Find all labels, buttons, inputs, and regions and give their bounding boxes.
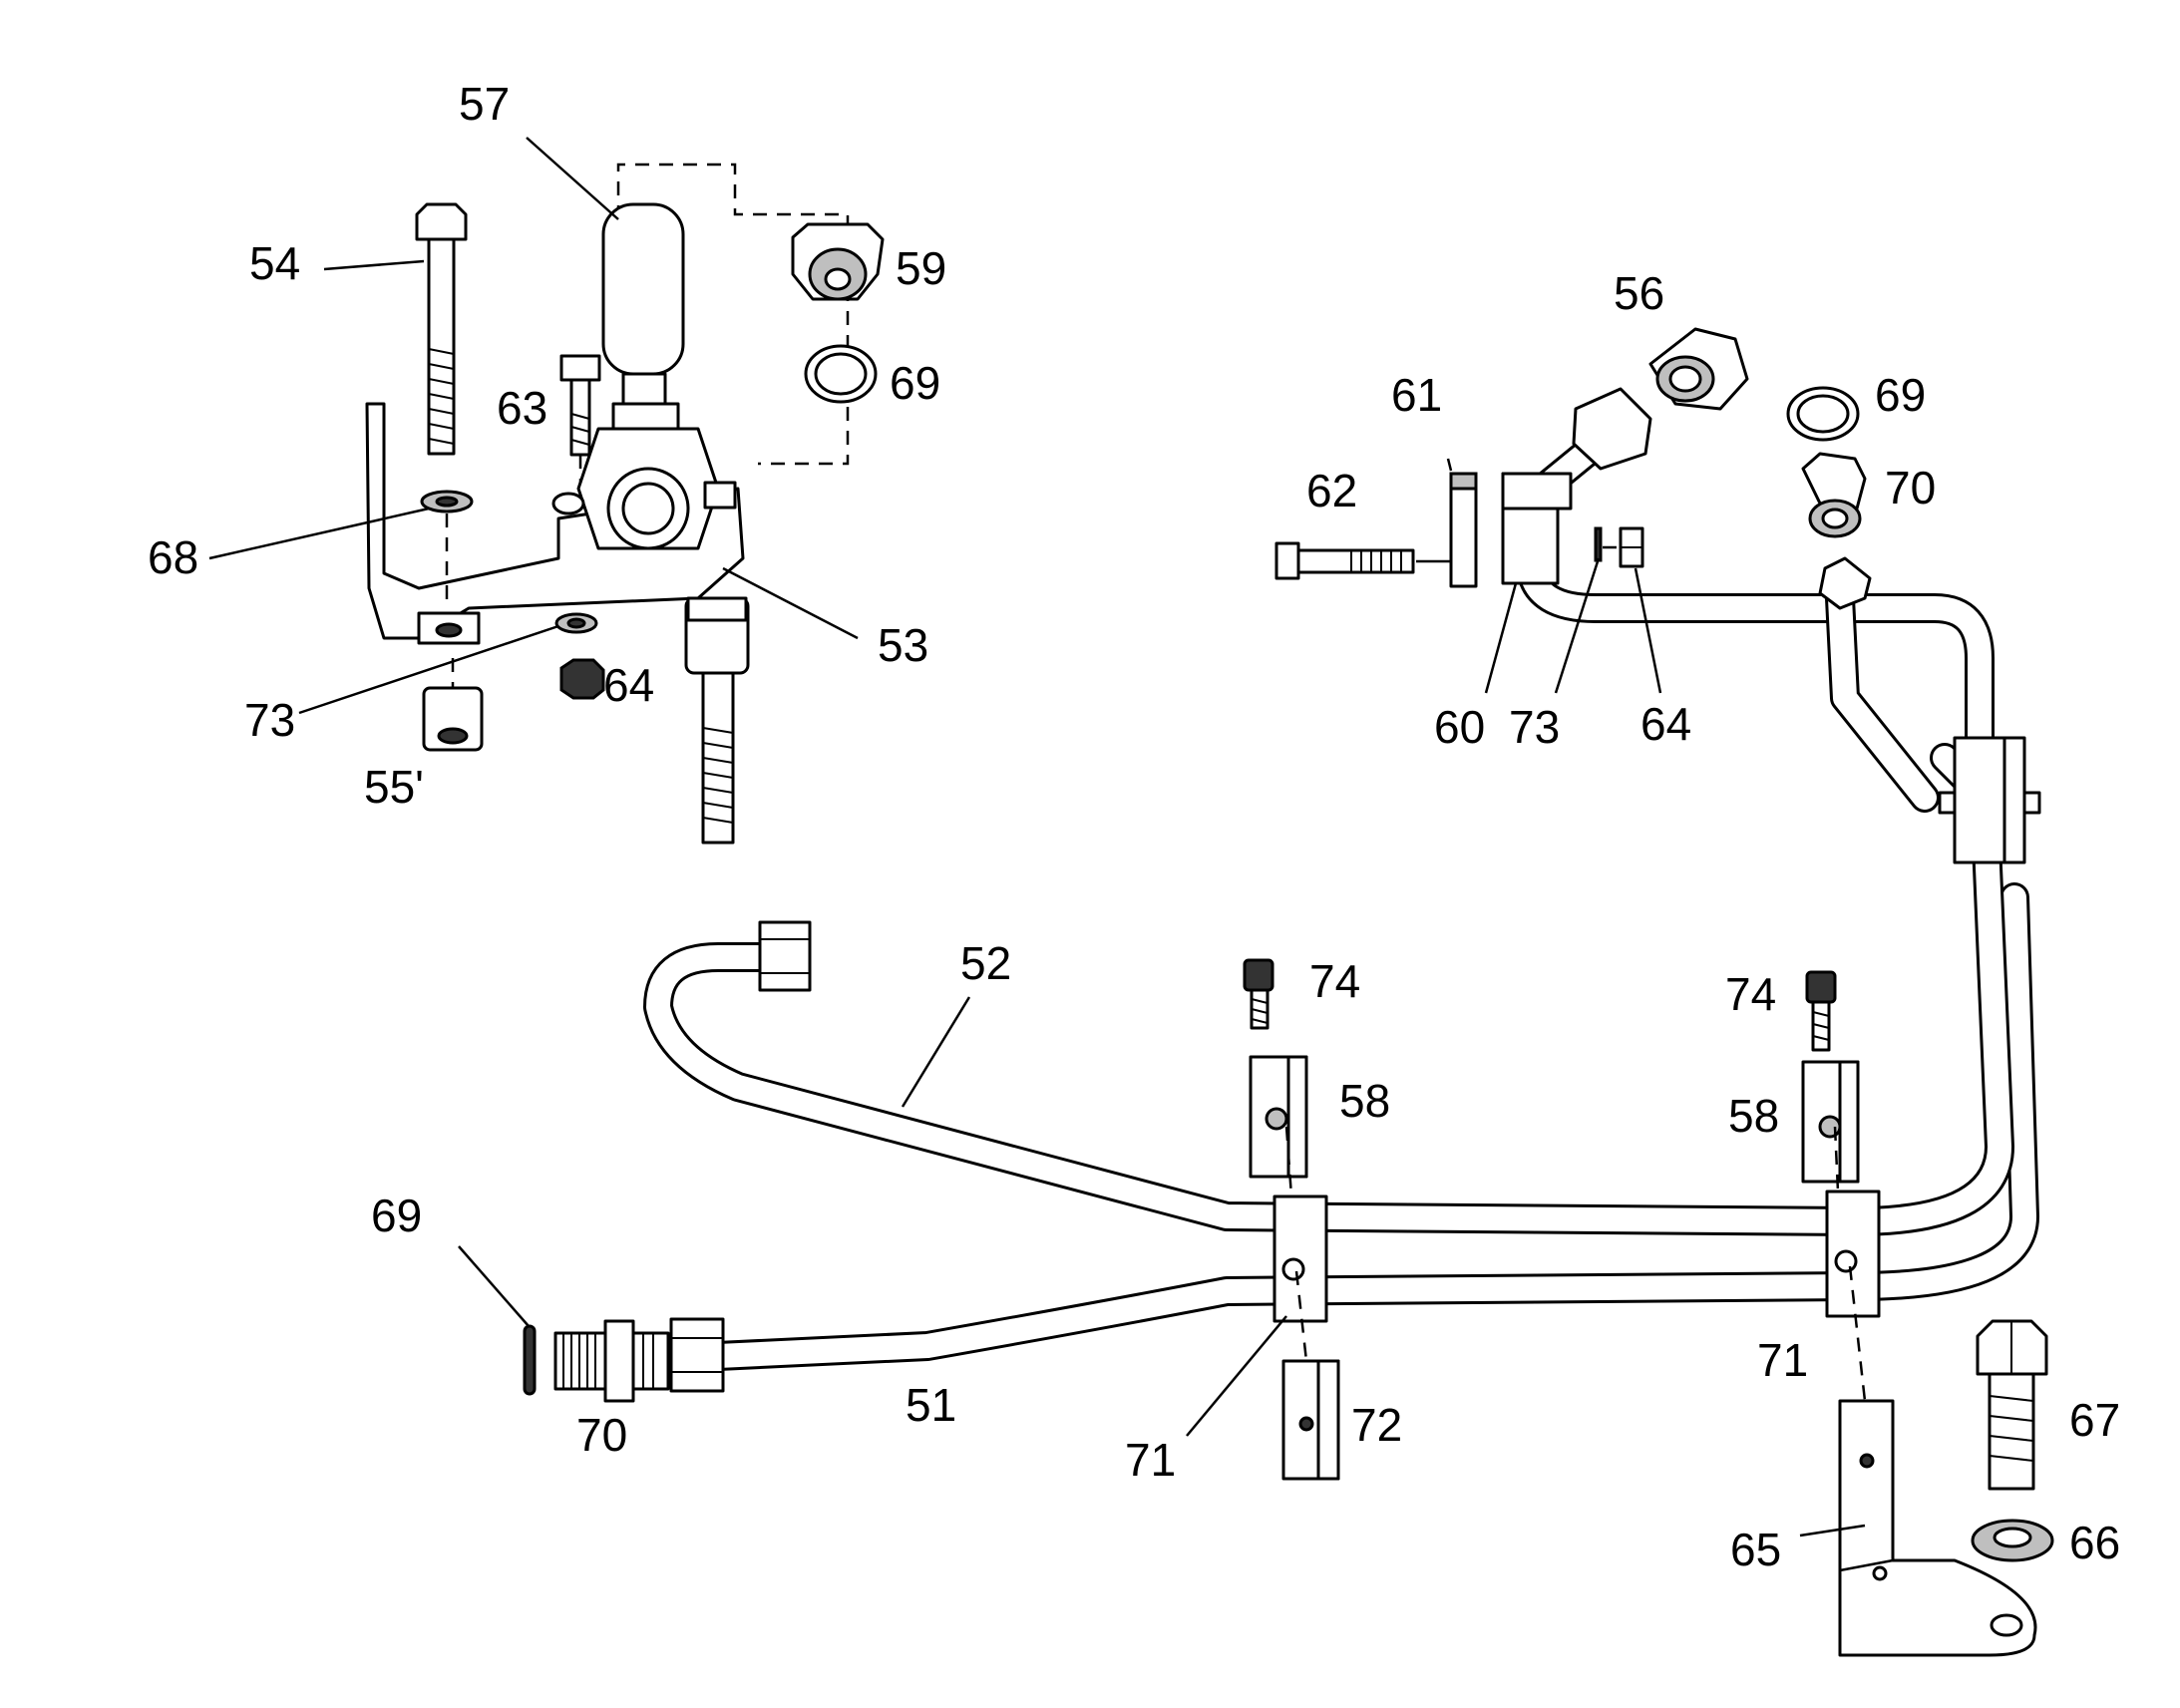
label-55: 55' bbox=[364, 761, 424, 813]
fuel-tube-return bbox=[1516, 504, 1995, 793]
label-64-right: 64 bbox=[1640, 698, 1691, 750]
banjo-washer-61 bbox=[1449, 472, 1478, 588]
tube-nut-return bbox=[1818, 556, 1872, 610]
stud-with-spacer bbox=[684, 596, 750, 845]
label-74-left: 74 bbox=[1309, 955, 1360, 1007]
bracket-53 bbox=[365, 402, 745, 645]
label-71-left: 71 bbox=[1125, 1434, 1176, 1486]
label-56: 56 bbox=[1614, 267, 1664, 319]
label-70-bottom: 70 bbox=[576, 1409, 627, 1461]
label-71-right: 71 bbox=[1757, 1334, 1808, 1386]
label-59: 59 bbox=[896, 242, 946, 294]
spacer-55 bbox=[422, 686, 484, 752]
label-73-right: 73 bbox=[1509, 701, 1560, 753]
fuel-tube-52 bbox=[643, 743, 2014, 1236]
label-73-left: 73 bbox=[244, 694, 295, 746]
screw-63 bbox=[559, 354, 601, 457]
label-66: 66 bbox=[2069, 1517, 2120, 1568]
o-ring-69-upper-right bbox=[1786, 386, 1860, 442]
nut-64-left bbox=[559, 658, 605, 700]
label-63: 63 bbox=[497, 382, 547, 434]
label-69-upper-right: 69 bbox=[1875, 369, 1926, 421]
fuel-tube-51 bbox=[703, 882, 2039, 1371]
fuel-tube-connector bbox=[1825, 583, 1940, 813]
banjo-bolt-62 bbox=[1274, 541, 1415, 580]
banjo-block-60 bbox=[1501, 472, 1573, 585]
label-72: 72 bbox=[1351, 1399, 1402, 1451]
label-58-right: 58 bbox=[1728, 1090, 1779, 1142]
clamp-half-72 bbox=[1281, 1359, 1340, 1481]
bolt-67 bbox=[1976, 1319, 2048, 1491]
bolt-54 bbox=[415, 202, 468, 456]
label-69-bottom: 69 bbox=[371, 1190, 422, 1241]
label-70-upper-right: 70 bbox=[1885, 462, 1936, 513]
leader-lines bbox=[208, 137, 1867, 1537]
union-fitting-70-bottom bbox=[553, 1319, 670, 1403]
screw-74-right bbox=[1805, 970, 1837, 1052]
label-65: 65 bbox=[1730, 1524, 1781, 1575]
label-60: 60 bbox=[1434, 701, 1485, 753]
tube-nut-52 bbox=[758, 920, 812, 992]
screw-74-left bbox=[1243, 958, 1274, 1030]
label-54: 54 bbox=[249, 237, 300, 289]
o-ring-69-bottom bbox=[523, 1324, 537, 1396]
tube-clamp-bracket bbox=[1938, 736, 2041, 864]
label-58-left: 58 bbox=[1339, 1075, 1390, 1127]
clamp-half-58-left bbox=[1249, 1055, 1308, 1179]
label-57: 57 bbox=[459, 78, 510, 130]
label-74-right: 74 bbox=[1725, 968, 1776, 1020]
plunger-57 bbox=[601, 202, 685, 431]
bracket-65 bbox=[1838, 1399, 2037, 1657]
union-fitting-59 bbox=[791, 222, 885, 301]
washer-66 bbox=[1971, 1519, 2054, 1562]
tube-nut-56 bbox=[1572, 387, 1652, 471]
o-ring-69-upper-left bbox=[804, 344, 878, 404]
label-67: 67 bbox=[2069, 1394, 2120, 1446]
tube-nut-51 bbox=[669, 1317, 725, 1393]
label-51: 51 bbox=[906, 1379, 956, 1431]
clamp-half-58-right bbox=[1801, 1060, 1860, 1184]
washer-73-left bbox=[554, 612, 598, 634]
label-69-upper-left: 69 bbox=[890, 357, 940, 409]
washer-68 bbox=[420, 490, 474, 513]
label-64-left: 64 bbox=[603, 659, 654, 711]
union-fitting-56 bbox=[1648, 327, 1749, 411]
label-68: 68 bbox=[148, 531, 198, 583]
union-fitting-70-upper-right bbox=[1801, 452, 1867, 538]
washer-73-right bbox=[1594, 526, 1603, 562]
nut-64-right bbox=[1619, 526, 1644, 568]
label-52: 52 bbox=[960, 937, 1011, 989]
label-62: 62 bbox=[1306, 465, 1357, 516]
label-61: 61 bbox=[1391, 369, 1442, 421]
pump-body bbox=[551, 427, 737, 550]
label-53: 53 bbox=[878, 619, 928, 671]
